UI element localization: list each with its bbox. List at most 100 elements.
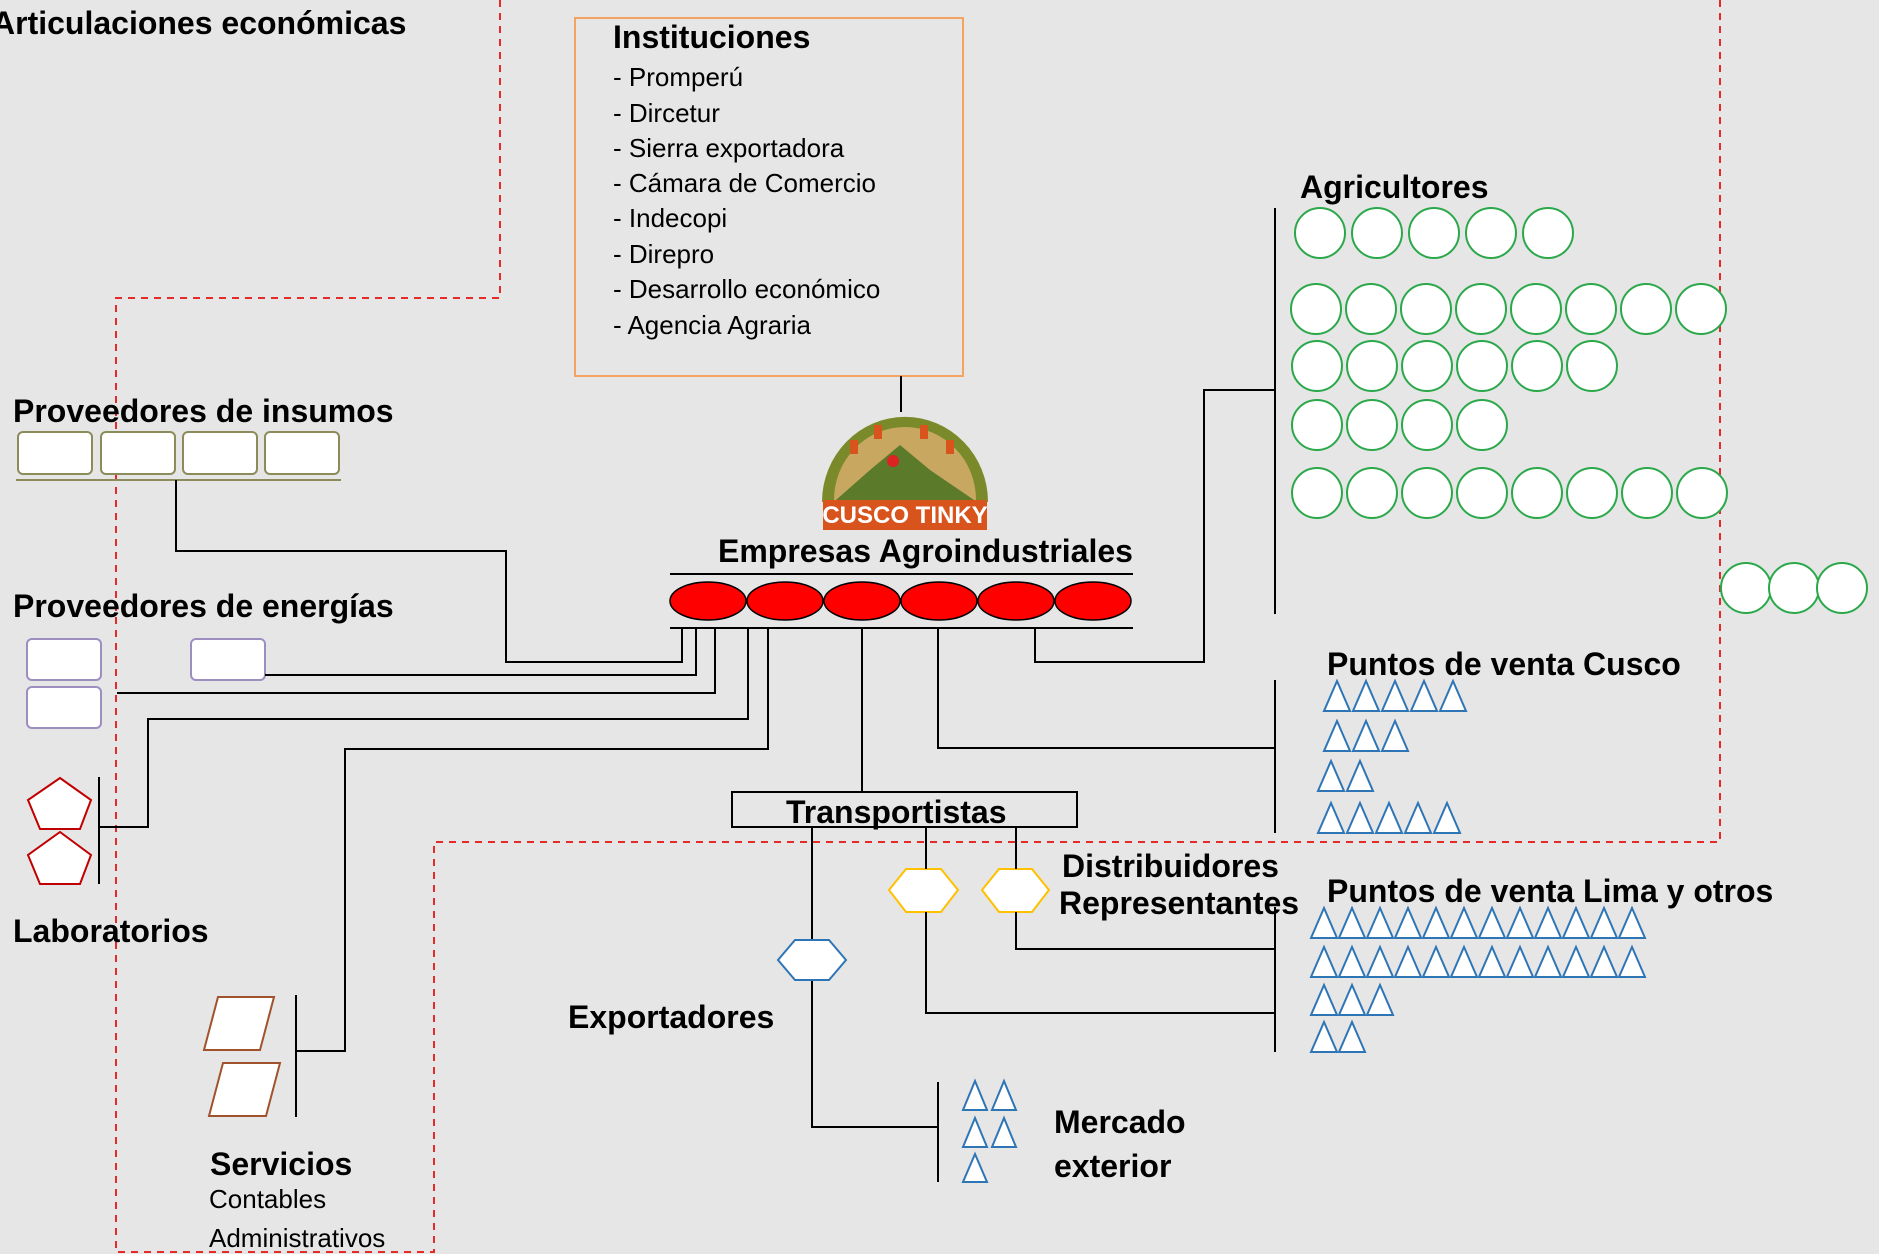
exportadores-label: Exportadores: [568, 999, 774, 1035]
insumo-node: [17, 431, 93, 475]
agricultor-node: [1510, 283, 1562, 335]
punto-cusco-node: [1345, 800, 1375, 834]
agricultor-node: [1511, 467, 1563, 519]
punto-cusco-node: [1316, 758, 1346, 792]
agricultor-node: [1408, 207, 1460, 259]
transportistas-box: [731, 791, 1078, 828]
agricultor-node: [1346, 467, 1398, 519]
punto-lima-node: [1337, 982, 1367, 1016]
punto-lima-node: [1365, 944, 1395, 978]
agricultor-node: [1522, 207, 1574, 259]
instituciones-item: - Dircetur: [613, 98, 720, 128]
punto-lima-node: [1449, 905, 1479, 939]
agricultor-node: [1720, 562, 1772, 614]
punto-lima-node: [1589, 905, 1619, 939]
punto-lima-node: [1477, 905, 1507, 939]
punto-lima-node: [1309, 905, 1339, 939]
cusco-tinky-logo: CUSCO TINKY: [822, 416, 988, 530]
punto-lima-node: [1477, 944, 1507, 978]
punto-cusco-node: [1432, 800, 1462, 834]
punto-lima-node: [1617, 944, 1647, 978]
agricultores-group: [1290, 207, 1868, 614]
punto-lima-node: [1505, 944, 1535, 978]
distribuidores-group: [887, 868, 1051, 913]
punto-lima-node: [1337, 905, 1367, 939]
insumo-node: [182, 431, 258, 475]
punto-cusco-node: [1322, 718, 1352, 752]
puntos-cusco-group: [1316, 678, 1468, 834]
agricultor-node: [1456, 340, 1508, 392]
diagram-title: Articulaciones económicas: [0, 5, 406, 41]
mercado-node: [961, 1151, 989, 1183]
agricultor-node: [1816, 562, 1868, 614]
instituciones-item: - Sierra exportadora: [613, 133, 845, 163]
agricultor-node: [1565, 283, 1617, 335]
laboratorio-node: [26, 830, 93, 885]
distribuidores-label: Representantes: [1059, 885, 1299, 921]
mercado-exterior-label: exterior: [1054, 1148, 1171, 1184]
agricultor-node: [1294, 207, 1346, 259]
agricultor-node: [1291, 340, 1343, 392]
servicios-item: Contables: [209, 1184, 326, 1214]
transportistas-label: Transportistas: [786, 794, 1007, 830]
punto-lima-node: [1309, 1019, 1339, 1053]
punto-lima-node: [1421, 944, 1451, 978]
agricultor-node: [1346, 340, 1398, 392]
energia-node: [190, 638, 266, 681]
instituciones-item: - Indecopi: [613, 203, 727, 233]
laboratorios-label: Laboratorios: [13, 913, 209, 949]
empresas-label: Empresas Agroindustriales: [718, 533, 1133, 569]
agricultor-node: [1566, 467, 1618, 519]
mercado-exterior-group: [961, 1078, 1018, 1183]
agricultor-node: [1465, 207, 1517, 259]
punto-cusco-node: [1351, 678, 1381, 712]
insumo-node: [100, 431, 176, 475]
instituciones-item: - Direpro: [613, 239, 714, 269]
instituciones-box: Instituciones - Promperú - Dircetur - Si…: [574, 17, 964, 377]
proveedores-energias-label: Proveedores de energías: [13, 588, 394, 624]
agricultor-node: [1351, 207, 1403, 259]
punto-lima-node: [1505, 905, 1535, 939]
punto-cusco-node: [1438, 678, 1468, 712]
punto-lima-node: [1337, 944, 1367, 978]
puntos-lima-group: [1309, 905, 1647, 1053]
punto-cusco-node: [1380, 678, 1410, 712]
energia-node: [26, 638, 102, 681]
agricultor-node: [1566, 340, 1618, 392]
insumos-group: [17, 431, 340, 475]
punto-cusco-node: [1322, 678, 1352, 712]
instituciones-item: - Promperú: [613, 62, 743, 92]
punto-lima-node: [1309, 982, 1339, 1016]
mercado-node: [961, 1078, 989, 1111]
agricultor-node: [1291, 399, 1343, 451]
servicio-node: [202, 996, 276, 1051]
agricultor-node: [1455, 283, 1507, 335]
agricultor-node: [1456, 467, 1508, 519]
mercado-node: [961, 1115, 989, 1148]
punto-cusco-node: [1403, 800, 1433, 834]
instituciones-heading: Instituciones: [613, 19, 810, 55]
puntos-lima-label: Puntos de venta Lima y otros: [1327, 873, 1773, 909]
agricultor-node: [1400, 283, 1452, 335]
punto-lima-node: [1393, 905, 1423, 939]
agricultor-node: [1290, 283, 1342, 335]
punto-lima-node: [1589, 944, 1619, 978]
agricultor-node: [1345, 283, 1397, 335]
punto-lima-node: [1365, 905, 1395, 939]
agricultor-node: [1456, 399, 1508, 451]
region-outline: [115, 0, 1721, 1253]
agricultor-node: [1620, 283, 1672, 335]
punto-lima-node: [1365, 982, 1395, 1016]
punto-lima-node: [1533, 944, 1563, 978]
proveedores-insumos-label: Proveedores de insumos: [13, 393, 394, 429]
agricultor-node: [1401, 467, 1453, 519]
servicios-item: Administrativos: [209, 1223, 385, 1253]
punto-lima-node: [1421, 905, 1451, 939]
punto-cusco-node: [1380, 718, 1410, 752]
punto-lima-node: [1449, 944, 1479, 978]
empresa-node: [746, 581, 824, 621]
punto-lima-node: [1617, 905, 1647, 939]
laboratorio-node: [26, 776, 93, 830]
empresa-node: [977, 581, 1055, 621]
punto-cusco-node: [1374, 800, 1404, 834]
